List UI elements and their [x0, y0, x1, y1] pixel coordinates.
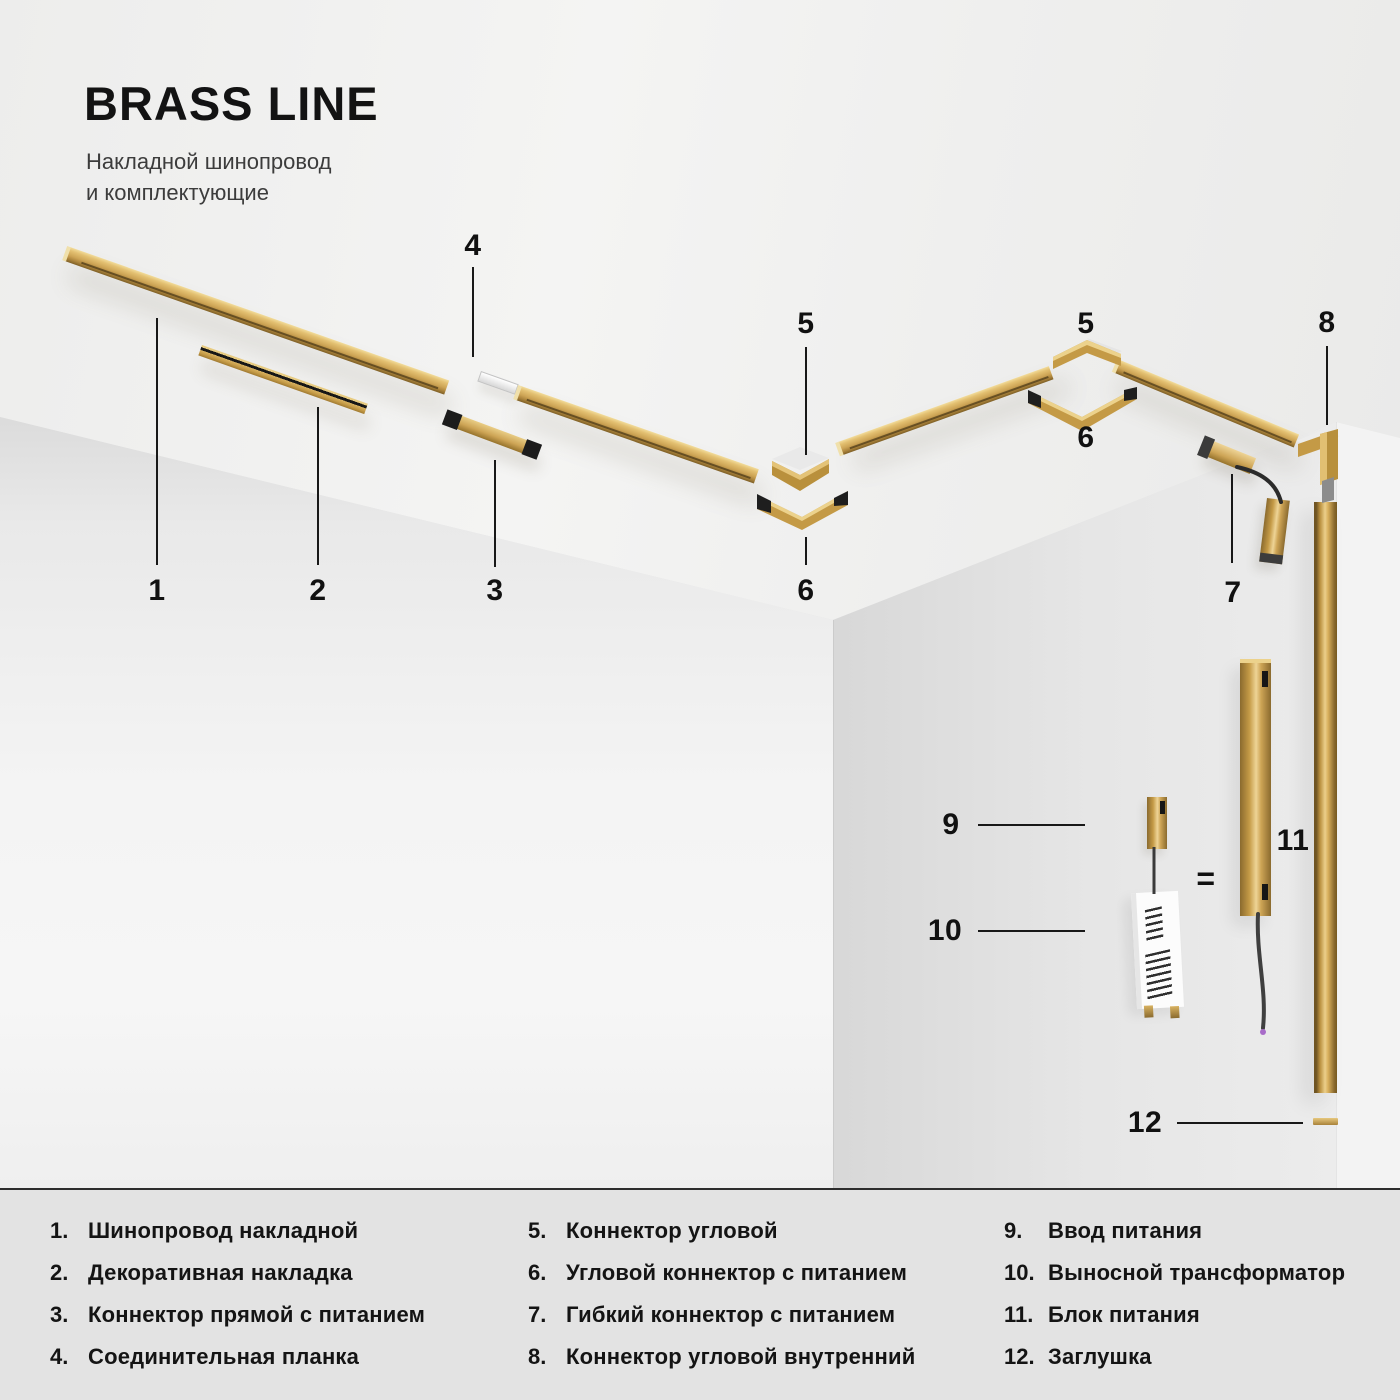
legend-label: Выносной трансформатор — [1048, 1260, 1346, 1285]
legend-num: 10. — [1004, 1260, 1035, 1285]
callout-3: 3 — [486, 574, 504, 607]
callout-8: 8 — [1318, 306, 1336, 339]
callout-6-center: 6 — [797, 574, 815, 607]
legend-num: 12. — [1004, 1344, 1035, 1369]
callout-2: 2 — [309, 574, 327, 607]
legend-num: 9. — [1004, 1218, 1023, 1243]
legend-num: 5. — [528, 1218, 547, 1243]
legend-num: 1. — [50, 1218, 69, 1243]
legend-label: Заглушка — [1048, 1344, 1152, 1369]
legend-column-3: 9. Ввод питания 10. Выносной трансформат… — [1004, 1210, 1345, 1378]
legend-item-9: 9. Ввод питания — [1004, 1210, 1345, 1252]
legend-label: Коннектор угловой внутренний — [566, 1344, 916, 1369]
vent-slots-bottom — [1145, 949, 1173, 1003]
callout-10: 10 — [927, 914, 963, 947]
legend-column-1: 1. Шинопровод накладной 2. Декоративная … — [50, 1210, 425, 1378]
legend-item-10: 10. Выносной трансформатор — [1004, 1252, 1345, 1294]
callout-5-center: 5 — [797, 307, 815, 340]
legend-label: Шинопровод накладной — [88, 1218, 359, 1243]
callout-9: 9 — [942, 808, 960, 841]
legend-label: Блок питания — [1048, 1302, 1200, 1327]
remote-transformer-item-10 — [1130, 890, 1185, 1019]
legend-num: 3. — [50, 1302, 69, 1327]
legend-num: 7. — [528, 1302, 547, 1327]
leader-line-7 — [1231, 474, 1233, 563]
callout-7: 7 — [1224, 576, 1242, 609]
leader-line-1 — [156, 318, 158, 565]
legend-item-7: 7. Гибкий коннектор с питанием — [528, 1294, 915, 1336]
legend-item-4: 4. Соединительная планка — [50, 1336, 425, 1378]
wall-track — [1314, 502, 1337, 1093]
legend-item-5: 5. Коннектор угловой — [528, 1210, 915, 1252]
leader-line-9 — [978, 824, 1085, 826]
page-subtitle-line2: и комплектующие — [86, 180, 269, 206]
power-input-item-9 — [1147, 797, 1167, 849]
room-corner-seam — [833, 620, 834, 1190]
leader-line-6 — [805, 537, 807, 565]
callout-5-right: 5 — [1077, 307, 1095, 340]
callout-12: 12 — [1127, 1106, 1163, 1139]
callout-4: 4 — [464, 229, 482, 262]
legend-num: 11. — [1004, 1302, 1034, 1327]
legend-label: Угловой коннектор с питанием — [566, 1260, 908, 1285]
page-title: BRASS LINE — [84, 77, 379, 130]
equals-sign: = — [1196, 860, 1216, 897]
legend: 1. Шинопровод накладной 2. Декоративная … — [0, 1190, 1400, 1400]
legend-item-6: 6. Угловой коннектор с питанием — [528, 1252, 915, 1294]
legend-label: Коннектор угловой — [566, 1218, 778, 1243]
legend-num: 4. — [50, 1344, 69, 1369]
leader-line-12 — [1177, 1122, 1303, 1124]
page-subtitle: Накладной шинопровод и комплектующие — [86, 146, 331, 208]
legend-item-1: 1. Шинопровод накладной — [50, 1210, 425, 1252]
leader-line-10 — [978, 930, 1085, 932]
callout-6-right: 6 — [1077, 421, 1095, 454]
page-subtitle-line1: Накладной шинопровод — [86, 149, 332, 174]
legend-num: 8. — [528, 1344, 547, 1369]
legend-item-8: 8. Коннектор угловой внутренний — [528, 1336, 915, 1378]
leader-line-8 — [1326, 346, 1328, 425]
legend-item-3: 3. Коннектор прямой с питанием — [50, 1294, 425, 1336]
callout-11: 11 — [1276, 824, 1310, 857]
legend-label: Ввод питания — [1048, 1218, 1203, 1243]
leader-line-4 — [472, 267, 474, 357]
right-wall-plane — [1336, 422, 1400, 1190]
legend-label: Коннектор прямой с питанием — [88, 1302, 426, 1327]
leader-line-5 — [805, 347, 807, 455]
legend-divider — [0, 1188, 1400, 1190]
callout-1: 1 — [148, 574, 166, 607]
legend-item-2: 2. Декоративная накладка — [50, 1252, 425, 1294]
legend-column-2: 5. Коннектор угловой 6. Угловой коннекто… — [528, 1210, 915, 1378]
end-cap-item-12 — [1313, 1118, 1338, 1125]
legend-num: 6. — [528, 1260, 547, 1285]
vent-slots-top — [1144, 906, 1164, 943]
legend-num: 2. — [50, 1260, 69, 1285]
legend-label: Декоративная накладка — [88, 1260, 353, 1285]
legend-label: Гибкий коннектор с питанием — [566, 1302, 896, 1327]
legend-item-11: 11. Блок питания — [1004, 1294, 1345, 1336]
transformer-foot-left — [1143, 1005, 1154, 1018]
transformer-foot-right — [1169, 1005, 1180, 1019]
legend-item-12: 12. Заглушка — [1004, 1336, 1345, 1378]
legend-label: Соединительная планка — [88, 1344, 360, 1369]
leader-line-3 — [494, 460, 496, 567]
power-supply-item-11 — [1240, 659, 1271, 916]
leader-line-2 — [317, 407, 319, 565]
